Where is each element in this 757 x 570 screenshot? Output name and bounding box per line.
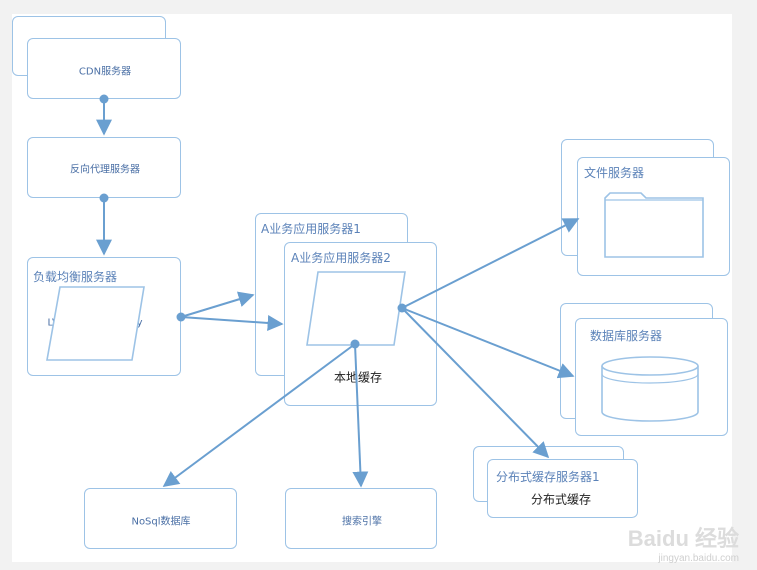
load-balancer-label: 负载均衡服务器 xyxy=(33,270,118,284)
cdn-server-box: CDN服务器 xyxy=(27,38,181,99)
reverse-proxy-label: 反向代理服务器 xyxy=(70,164,140,176)
db-server-box: 数据库服务器 xyxy=(575,318,728,436)
dist-cache-server-box: 分布式缓存服务器1 xyxy=(487,459,638,518)
db-server-label: 数据库服务器 xyxy=(590,329,663,343)
search-box: 搜索引擎 xyxy=(285,488,437,549)
file-server-box: 文件服务器 xyxy=(577,157,730,276)
watermark-brand: Baidu 经验 xyxy=(627,526,739,551)
dist-cache-server-label: 分布式缓存服务器1 xyxy=(496,470,600,484)
app-server-2-label: A业务应用服务器2 xyxy=(291,251,391,265)
load-balancer-box: 负载均衡服务器 xyxy=(27,257,181,376)
file-server-label: 文件服务器 xyxy=(584,166,645,180)
watermark-url: jingyan.baidu.com xyxy=(658,553,739,564)
file-label: 文件 xyxy=(610,222,630,234)
baidu-watermark: Baidu 经验 jingyan.baidu.com xyxy=(628,521,739,564)
reverse-proxy-box: 反向代理服务器 xyxy=(27,137,181,198)
cdn-server-label: CDN服务器 xyxy=(78,66,132,78)
nosql-label: NoSql数据库 xyxy=(131,516,191,528)
local-cache-label: 本地缓存 xyxy=(333,370,383,385)
db-label: 数据库 xyxy=(635,388,665,400)
lb-software-label: LVS/Nginx/HAProxy xyxy=(47,317,143,329)
nosql-box: NoSql数据库 xyxy=(84,488,237,549)
search-engine-label: 搜索引擎 xyxy=(342,516,382,528)
app-server-1-label: A业务应用服务器1 xyxy=(261,222,361,236)
app-program-label: 应用程序 xyxy=(337,305,377,317)
dist-cache-label: 分布式缓存 xyxy=(530,492,592,507)
